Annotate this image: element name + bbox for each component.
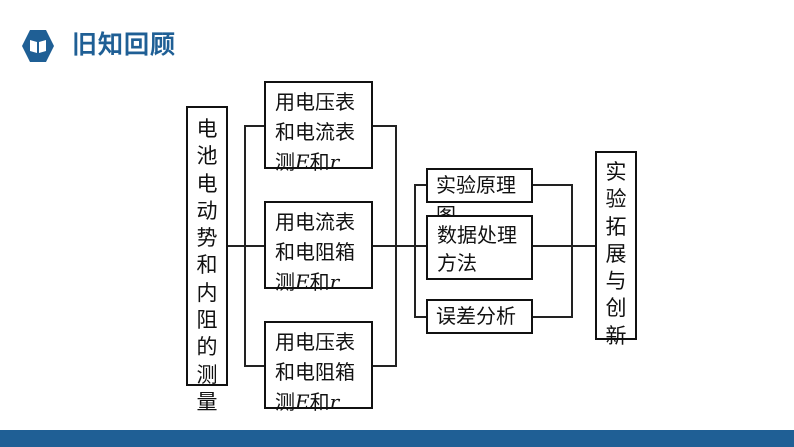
connector-line <box>372 245 396 247</box>
connector-line <box>414 184 427 186</box>
emf-symbol: E <box>295 390 310 414</box>
connector-line <box>532 316 572 318</box>
aspect-label: 数据处理方法 <box>437 223 517 275</box>
method-line: 用电压表 <box>275 330 355 354</box>
method-line: 用电流表 <box>275 210 355 234</box>
method-line: 测E和r <box>275 150 340 174</box>
method-line: 用电压表 <box>275 90 355 114</box>
method-line: 和电流表 <box>275 120 355 144</box>
resistance-symbol: r <box>329 270 340 294</box>
method-box-voltmeter-resistance-box: 用电压表 和电阻箱 测E和r <box>264 321 373 414</box>
connector-line <box>532 245 572 247</box>
connector-line <box>414 316 427 318</box>
connector-line <box>414 184 416 317</box>
connector-line <box>244 125 265 127</box>
connector-line <box>372 365 396 367</box>
resistance-symbol: r <box>329 390 340 414</box>
page-title: 旧知回顾 <box>72 30 177 59</box>
resistance-symbol: r <box>329 150 340 174</box>
emf-symbol: E <box>295 270 310 294</box>
aspect-box-data-processing: 数据处理方法 <box>426 215 533 280</box>
method-line: 测E和r <box>275 270 340 294</box>
footer-bar <box>0 430 794 447</box>
aspect-box-error-analysis: 误差分析 <box>426 299 533 334</box>
connector-line <box>571 184 573 318</box>
extension-box: 实验拓展与创新 <box>595 151 637 348</box>
extension-label: 实验拓展与创新 <box>605 160 627 348</box>
book-icon <box>22 30 54 62</box>
connector-line <box>571 245 596 247</box>
method-line: 和电阻箱 <box>275 360 355 384</box>
connector-line <box>227 245 245 247</box>
aspect-box-schematic: 实验原理图 <box>426 168 533 227</box>
aspect-label: 误差分析 <box>436 304 516 328</box>
connector-line <box>414 245 427 247</box>
method-line: 测E和r <box>275 390 340 414</box>
connector-line <box>395 245 415 247</box>
connector-line <box>244 365 265 367</box>
connector-line <box>244 245 265 247</box>
root-topic-box: 电池电动势和内阻的测量 <box>186 106 228 414</box>
emf-symbol: E <box>295 150 310 174</box>
method-box-voltmeter-ammeter: 用电压表 和电流表 测E和r <box>264 81 373 174</box>
connector-line <box>532 184 572 186</box>
method-box-ammeter-resistance-box: 用电流表 和电阻箱 测E和r <box>264 201 373 294</box>
root-topic-label: 电池电动势和内阻的测量 <box>196 117 218 414</box>
method-line: 和电阻箱 <box>275 240 355 264</box>
connector-line <box>372 125 396 127</box>
